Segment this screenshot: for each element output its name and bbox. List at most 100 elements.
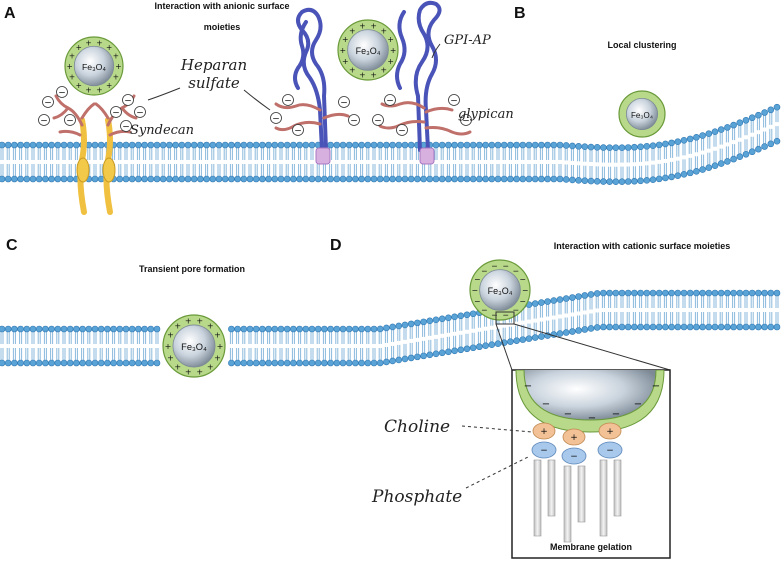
panel-title-c: Transient pore formation [139, 264, 245, 274]
phospholipid-icon [748, 114, 756, 156]
phospholipid-icon [85, 325, 93, 367]
phospholipid-icon [215, 141, 223, 183]
phospholipid-icon [172, 141, 179, 183]
phospholipid-icon [711, 128, 719, 169]
phospholipid-icon [259, 325, 266, 367]
phospholipid-icon [476, 309, 483, 351]
negative-charge-marker: − [396, 124, 408, 137]
charge-marker: − [519, 275, 526, 284]
pointer-lines [147, 43, 533, 489]
phospholipid-icon [358, 325, 365, 367]
charge-marker: + [106, 81, 112, 90]
phospholipid-icon [593, 144, 601, 185]
phospholipid-icon [0, 141, 6, 183]
svg-text:−: − [58, 89, 66, 99]
phospholipid-icon [23, 141, 31, 183]
phospholipid-icon [699, 289, 706, 331]
phospholipid-icon [432, 141, 440, 183]
charge-marker: − [564, 409, 572, 420]
phospholipid-icon [277, 325, 285, 367]
charge-marker: + [342, 57, 349, 66]
phospholipid-icon [606, 289, 613, 331]
syndecan-core-protein-right [102, 117, 116, 215]
phospholipid-icon [35, 325, 43, 367]
panel-letter-a: A [4, 5, 16, 22]
phospholipid-icon [693, 289, 700, 331]
fe3o4-nanoparticle-icon: −−−−−−−−−−−−−−Fe₃O₄ [469, 259, 531, 321]
gpi-anchored-proteins [274, 0, 472, 165]
phospholipid-icon [345, 325, 353, 367]
phospholipid-icon [550, 297, 558, 338]
syndecan-proteoglycan [52, 94, 138, 215]
phospholipid-icon [104, 325, 111, 367]
phospholipid-icon [141, 141, 148, 183]
charge-marker: + [196, 367, 203, 376]
charge-marker: + [207, 362, 214, 371]
negative-charge-marker: − [42, 96, 54, 109]
charge-marker: + [85, 86, 91, 95]
svg-text:−: − [44, 99, 52, 109]
choline-head [532, 422, 556, 440]
phospholipid-icon [755, 289, 762, 331]
phospholipid-icon [631, 143, 638, 185]
choline-label: Choline [384, 417, 450, 437]
phospholipid-icon [122, 141, 130, 183]
phospholipid-icon [631, 289, 638, 331]
negative-charge-marker: − [56, 86, 68, 99]
phospholipid-icon [612, 144, 620, 186]
charge-marker: + [113, 51, 119, 60]
fe3o4-nanoparticle-icon: Fe₃O₄ [618, 90, 666, 138]
charge-marker: − [491, 261, 498, 270]
phospholipid-icon [432, 316, 440, 358]
panel-letter-d: D [330, 237, 342, 254]
negative-charge-markers-a: −−−−−−−−−−−−−−−−−− [38, 86, 472, 137]
phospholipid-icon [29, 141, 37, 183]
phospholipid-icon [339, 325, 347, 367]
phospholipid-icon [166, 141, 173, 183]
phospholipid-icon [655, 289, 663, 331]
charge-marker: + [167, 331, 174, 340]
phospholipid-icon [97, 325, 105, 367]
charge-marker: + [370, 21, 377, 30]
phospholipid-icon [48, 325, 55, 367]
phospholipid-icon [271, 325, 279, 367]
charge-marker: + [380, 26, 387, 35]
phospholipid-icon [116, 141, 124, 183]
charge-marker: − [519, 297, 526, 306]
gpi-ap-right [395, 0, 442, 165]
phospholipid-icon [339, 141, 347, 183]
phospholipid-icon [333, 325, 341, 367]
phospholipid-icon [190, 141, 198, 183]
panel-letter-b: B [514, 5, 526, 22]
fe3o4-nanoparticle-icon: ++++++++++++++Fe₃O₄ [337, 19, 399, 81]
choline-head [598, 422, 622, 440]
charge-marker: − [634, 399, 642, 410]
phospholipid-icon [469, 141, 477, 183]
phospholipid-icon [538, 299, 545, 340]
phospholipid-icon [748, 289, 756, 331]
phospholipid-icon [438, 315, 446, 357]
phospholipid-icon [767, 106, 775, 148]
heparan-label-line2: sulfate [188, 74, 240, 92]
charge-marker: − [588, 413, 596, 424]
negative-charge-marker: − [120, 120, 132, 133]
phospholipid-icon [147, 141, 155, 183]
charge-marker: + [340, 46, 347, 55]
phospholipid-icon-group: −+−+−+ [531, 422, 623, 543]
phospholipid-icon [488, 141, 496, 183]
nanoparticle-label: Fe₃O₄ [488, 286, 513, 296]
phospholipid-icon [426, 317, 434, 359]
phospholipid-icon [66, 325, 74, 367]
phospholipid-icon [364, 141, 372, 183]
phospholipid-icon: −+ [531, 422, 557, 537]
phospholipid-icon [550, 141, 558, 183]
phospholipid-icon [414, 319, 421, 361]
phospholipid-icon [221, 141, 229, 183]
phospholipid-icon [203, 141, 210, 183]
svg-text:−: − [284, 97, 292, 107]
negative-charge-marker: − [292, 124, 304, 137]
svg-text:−: − [450, 97, 458, 107]
panel-title-b: Local clustering [607, 40, 676, 50]
phospholipid-icon [395, 141, 403, 183]
